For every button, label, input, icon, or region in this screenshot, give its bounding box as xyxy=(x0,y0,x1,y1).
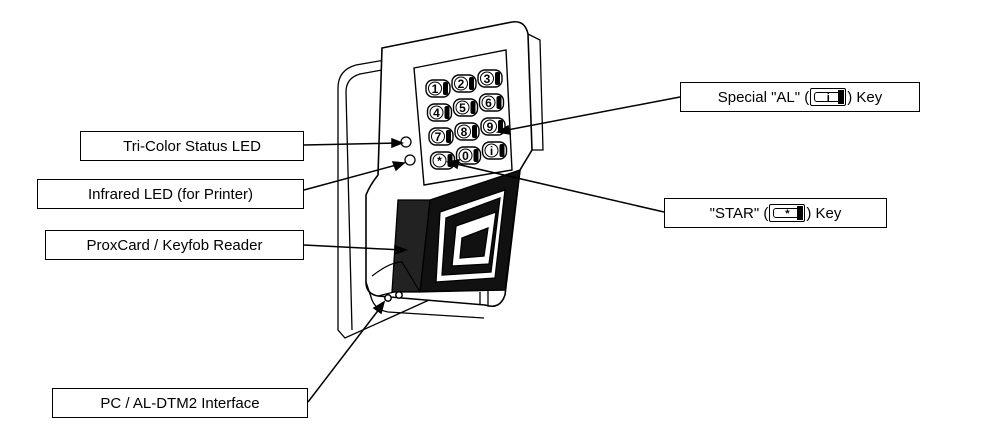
key-info-shadow xyxy=(499,144,505,157)
tri-color-led-dot xyxy=(400,136,412,148)
leader-star-key xyxy=(451,162,665,213)
callout-tri-color-led: Tri-Color Status LED xyxy=(80,131,304,161)
key-8-label: 8 xyxy=(461,125,468,139)
key-7-label: 7 xyxy=(435,130,442,144)
key-4[interactable]: 4 xyxy=(426,103,453,122)
key-star-label: * xyxy=(437,154,442,168)
key-3[interactable]: 3 xyxy=(477,69,503,88)
key-info[interactable]: i xyxy=(481,141,508,160)
leader-special-al-key xyxy=(501,96,681,132)
key-8[interactable]: 8 xyxy=(454,122,480,141)
key-5[interactable]: 5 xyxy=(452,98,479,117)
leader-tri-color-led xyxy=(303,142,399,146)
key-4-face xyxy=(429,105,444,120)
key-6[interactable]: 6 xyxy=(478,93,505,112)
key-4-label: 4 xyxy=(433,106,440,120)
key-2[interactable]: 2 xyxy=(451,74,477,93)
key-0[interactable]: 0 xyxy=(455,146,482,165)
key-star-face xyxy=(432,153,447,168)
key-5-face xyxy=(455,100,470,115)
key-5-shadow xyxy=(470,101,476,114)
key-2-shadow xyxy=(469,77,474,90)
callout-infrared-led: Infrared LED (for Printer) xyxy=(37,179,304,209)
key-6-shadow xyxy=(496,96,502,109)
callout-proxcard-reader: ProxCard / Keyfob Reader xyxy=(45,230,304,260)
key-0-label: 0 xyxy=(462,149,469,163)
star-key-icon: * xyxy=(769,204,806,222)
callout-special-al-key: Special "AL" (i) Key xyxy=(680,82,920,112)
key-1-shadow xyxy=(443,82,448,95)
leader-proxcard-reader xyxy=(303,244,403,251)
key-7[interactable]: 7 xyxy=(428,127,454,146)
key-7-shadow xyxy=(446,130,451,143)
key-1[interactable]: 1 xyxy=(425,79,451,98)
key-info-face xyxy=(484,143,499,158)
key-9-face xyxy=(483,119,497,134)
key-4-shadow xyxy=(444,106,450,119)
key-0-face xyxy=(458,148,473,163)
key-2-label: 2 xyxy=(458,77,465,91)
key-9-label: 9 xyxy=(487,120,494,134)
key-star[interactable]: * xyxy=(429,151,456,170)
leader-infrared-led xyxy=(303,163,401,191)
star-prefix: "STAR" ( xyxy=(709,204,769,222)
key-7-face xyxy=(431,129,445,144)
key-3-shadow xyxy=(495,72,500,85)
key-3-label: 3 xyxy=(484,72,491,86)
key-8-shadow xyxy=(472,125,477,138)
key-info-label: i xyxy=(490,144,493,158)
key-8-face xyxy=(457,124,471,139)
special-al-suffix: ) Key xyxy=(847,88,883,106)
keypad: 1 2 3 4 5 6 7 8 9 * 0 i xyxy=(425,69,508,170)
lock-device-illustration xyxy=(337,20,544,339)
key-6-label: 6 xyxy=(485,96,492,110)
interface-port-right xyxy=(395,291,403,299)
key-1-label: 1 xyxy=(432,82,439,96)
key-2-face xyxy=(454,76,468,91)
callout-pc-interface: PC / AL-DTM2 Interface xyxy=(52,388,308,418)
key-3-face xyxy=(480,71,494,86)
leader-pc-interface xyxy=(307,307,381,403)
key-5-label: 5 xyxy=(459,101,466,115)
interface-port-left xyxy=(384,294,392,302)
info-key-icon: i xyxy=(810,88,847,106)
key-6-face xyxy=(481,95,496,110)
callout-star-key: "STAR" (*) Key xyxy=(664,198,887,228)
special-al-prefix: Special "AL" ( xyxy=(717,88,810,106)
key-1-face xyxy=(428,81,442,96)
leader-lines xyxy=(303,96,681,403)
star-suffix: ) Key xyxy=(806,204,842,222)
infrared-led-dot xyxy=(404,154,416,166)
key-0-shadow xyxy=(473,149,479,162)
